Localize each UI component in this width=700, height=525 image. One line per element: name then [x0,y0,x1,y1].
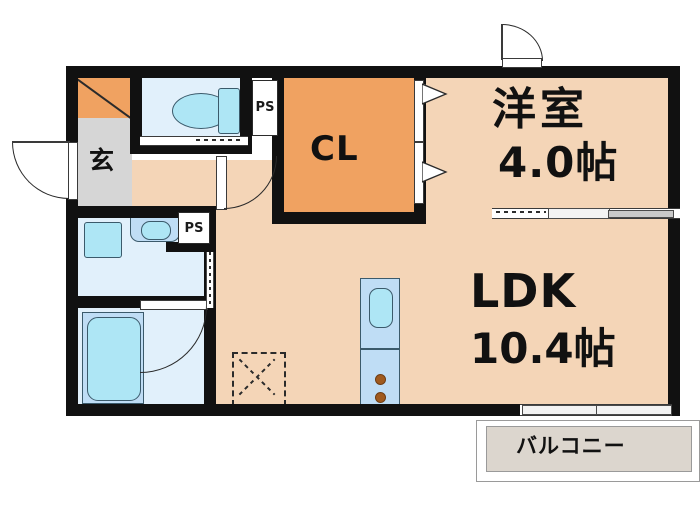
wall-closet-bottom [272,212,424,224]
wall-right-upper [668,66,680,218]
wall-ps-mid-bottom [166,242,216,252]
hallway-floor [124,160,224,214]
wall-ps-mid-left [166,206,178,218]
stove-burner-2 [375,392,386,403]
western-room-label-line2: 4.0帖 [498,138,619,187]
balcony-label: バルコニー [516,434,626,458]
ldk-label-line2: 10.4帖 [470,324,616,373]
room-window-arc [502,24,543,61]
ldk-floor [216,214,680,410]
ps-mid-label: PS [184,220,204,236]
entrance-door-leaf[interactable] [68,142,78,200]
washing-machine-space [84,222,122,258]
balcony-slider-panel-right[interactable] [596,405,672,415]
ps-top: PS [252,80,278,136]
stove-burner-1 [375,374,386,385]
toilet-tank [218,88,240,134]
entrance-door-jamb [12,141,70,143]
ps-top-label: PS [255,100,275,116]
wall-entrance-right [130,66,142,154]
closet-floor [282,76,416,214]
closet-label: CL [310,129,359,169]
washroom-slider-dots [209,252,211,308]
toilet-threshold-dots [196,139,244,141]
entrance-floor [76,118,132,214]
wall-right-lower [668,206,680,416]
closet-arrow-lower-outline [422,161,448,183]
wall-left-upper [66,66,78,142]
shoe-closet [76,76,134,118]
balcony-slider-panel-left[interactable] [522,405,598,415]
room-window-jamb [501,24,503,60]
vanity-sink [141,221,171,240]
closet-arrow-upper-outline [422,83,448,105]
stove-divider [360,348,400,350]
ps-mid: PS [178,212,210,244]
wall-bottom-left [66,404,214,416]
bathtub [87,317,141,401]
room-slider-dots [496,211,546,213]
kitchen-sink [369,288,393,328]
wall-top-right [416,66,680,78]
room-slider-panel-left[interactable] [548,208,610,219]
closet-door-panel-upper[interactable] [414,80,424,142]
western-room-floor [424,76,680,214]
entrance-door-arc [12,142,69,199]
toilet-threshold[interactable] [140,136,248,146]
ldk-label-line1: LDK [470,264,577,318]
wall-toilet-right [240,66,252,148]
western-room-label-line1: 洋室 [492,84,588,135]
room-slider-panel-right[interactable] [608,210,674,218]
entrance-label: 玄 [89,146,115,175]
balcony-floor [486,426,692,472]
